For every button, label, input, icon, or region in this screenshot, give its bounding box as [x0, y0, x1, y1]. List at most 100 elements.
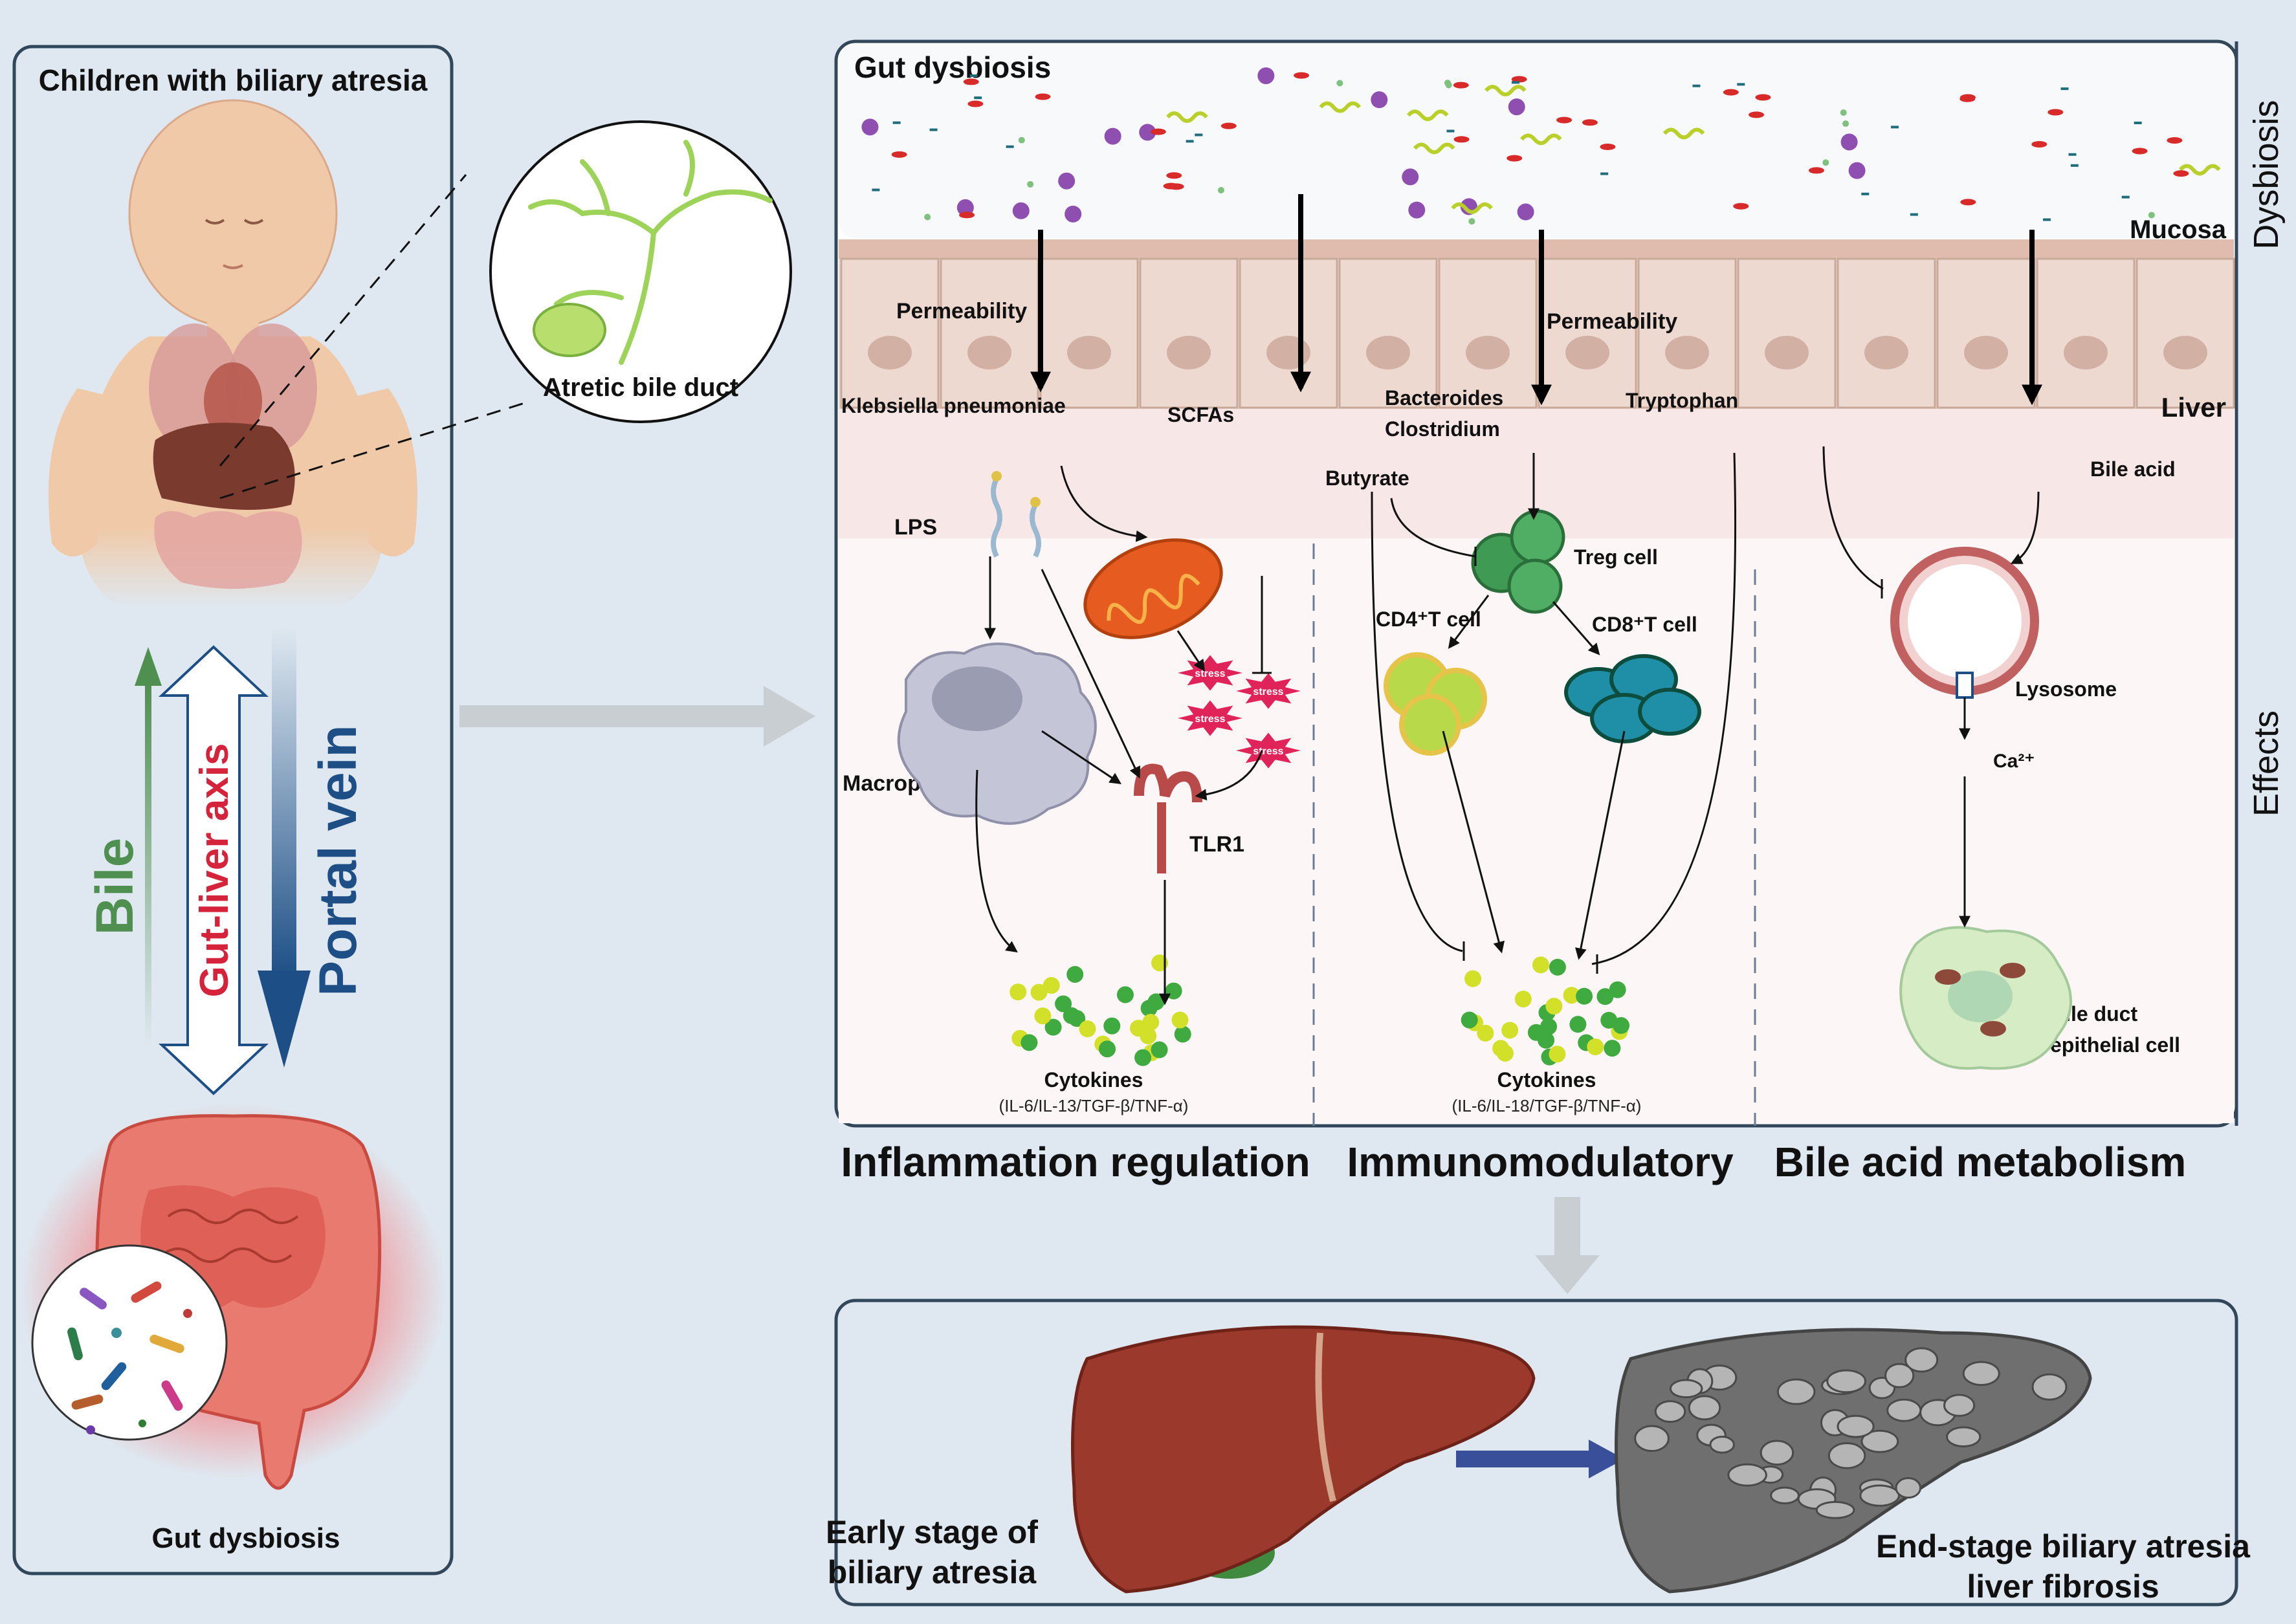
cell-nucleus	[967, 336, 1011, 369]
butyrate-label: Butyrate	[1325, 466, 1409, 490]
cytokine-dot	[1021, 1034, 1038, 1051]
fibrotic-nodule	[1669, 1379, 1703, 1399]
red-microbe	[2173, 170, 2189, 177]
cytokines-1-title: Cytokines	[1044, 1068, 1143, 1092]
cd8-t-cells	[1564, 654, 1701, 743]
lps-molecules	[991, 471, 1041, 558]
red-microbe	[1959, 95, 1976, 102]
left-panel-title: Children with biliary atresia	[39, 63, 428, 97]
purple-coccus	[1848, 162, 1866, 179]
red-microbe	[1150, 128, 1166, 135]
end-stage-fibrotic-liver	[1615, 1328, 2092, 1594]
fibrotic-nodule	[2031, 1373, 2068, 1401]
cytokine-dot	[1514, 991, 1532, 1008]
teal-microbe	[1910, 213, 1918, 216]
cell-nucleus	[1565, 336, 1609, 369]
purple-coccus	[1840, 133, 1858, 151]
calcium-label: Ca²⁺	[1993, 751, 2035, 772]
arrow-to-outcome	[1535, 1197, 1600, 1294]
fibrotic-nodule	[1946, 1426, 1981, 1447]
red-microbe	[959, 212, 975, 219]
lps-label: LPS	[894, 515, 937, 540]
stress-text: stress	[1253, 746, 1283, 757]
red-microbe	[2132, 148, 2148, 155]
stress-burst	[1236, 673, 1301, 709]
cell-nucleus	[1266, 336, 1310, 369]
atretic-bile-duct-label: Atretic bile duct	[543, 373, 738, 402]
red-microbe	[1220, 122, 1237, 129]
purple-coccus	[1058, 172, 1076, 190]
fibrotic-nodule	[1895, 1476, 1922, 1499]
tlr1-receptor	[1134, 763, 1202, 873]
cytokine-dot	[1464, 970, 1482, 987]
cytokine-dot	[1044, 1018, 1062, 1036]
red-microbe	[1733, 203, 1749, 210]
epithelial-cell	[1139, 258, 1239, 409]
section-immunomodulatory: Immunomodulatory	[1347, 1139, 1734, 1185]
teal-microbe	[929, 128, 938, 131]
red-microbe	[2031, 140, 2048, 148]
green-particle	[1842, 120, 1849, 127]
green-particle	[1468, 218, 1475, 225]
purple-coccus	[861, 118, 879, 136]
cytokine-dot	[1079, 1020, 1096, 1038]
red-microbe	[1453, 136, 1470, 143]
red-microbe	[1723, 89, 1739, 96]
cytokine-dot	[1030, 983, 1048, 1001]
gut-liver-axis-arrows: Bile Gut-liver axis Portal vein	[85, 628, 368, 1095]
green-particle	[1018, 137, 1025, 144]
purple-coccus	[1012, 202, 1030, 219]
purple-coccus	[1065, 205, 1082, 223]
spiral-microbe	[1484, 85, 1527, 96]
cell-nucleus	[1765, 336, 1809, 369]
spiral-microbe	[1662, 127, 1705, 140]
spiral-microbe	[1406, 109, 1449, 122]
purple-coccus	[1139, 124, 1156, 141]
macrophage-cell	[897, 642, 1097, 825]
cytokine-dot	[1134, 1049, 1152, 1066]
purple-coccus	[1371, 91, 1388, 109]
teal-microbe	[1006, 145, 1014, 148]
pathway-arrows	[975, 446, 2040, 1005]
green-particle	[1840, 109, 1847, 116]
early-stage-liver	[1071, 1325, 1536, 1594]
fibrotic-nodule	[1837, 1414, 1875, 1438]
fibrotic-nodule	[1770, 1486, 1800, 1505]
cytokine-dot	[1055, 995, 1072, 1013]
fibrotic-nodule	[1634, 1425, 1670, 1453]
fibrotic-nodule	[1688, 1395, 1721, 1421]
cell-nucleus	[1167, 336, 1211, 369]
bile-duct-epithelial-cell	[1899, 926, 2072, 1070]
infant-illustration	[49, 99, 417, 608]
fibrotic-nodule	[1826, 1369, 1866, 1394]
fibrotic-nodule	[1654, 1400, 1686, 1423]
purple-coccus	[1408, 201, 1426, 219]
cytokines-2-list: (IL-6/IL-18/TGF-β/TNF-α)	[1452, 1096, 1642, 1115]
portal-vein-label: Portal vein	[309, 725, 368, 996]
red-microbe	[963, 78, 979, 85]
fibrotic-nodule	[1760, 1440, 1794, 1466]
teal-microbe	[1692, 84, 1701, 87]
clostridium-label: Clostridium	[1385, 417, 1500, 441]
red-microbe	[1600, 143, 1616, 150]
early-stage-label-2: biliary atresia	[828, 1554, 1037, 1590]
lysosome-label: Lysosome	[2015, 677, 2117, 701]
teal-microbe	[1600, 172, 1609, 175]
spiral-microbe	[1451, 202, 1493, 214]
end-stage-label-2: liver fibrosis	[1967, 1568, 2159, 1605]
red-microbe	[1294, 72, 1310, 79]
cytokine-dot	[1130, 1020, 1147, 1037]
teal-microbe	[2042, 218, 2051, 221]
permeability-arrows	[1030, 194, 2042, 406]
cytokine-dot	[1165, 982, 1182, 1000]
epithelial-cell	[1039, 258, 1139, 409]
mucosa-label: Mucosa	[2130, 215, 2227, 244]
cytokine-dot	[1043, 977, 1060, 994]
epithelial-cell	[1538, 258, 1637, 409]
cytokine-dot	[1034, 1007, 1052, 1025]
cd8-label: CD8⁺T cell	[1592, 613, 1697, 636]
teal-microbe	[969, 74, 978, 78]
green-particle	[1336, 80, 1343, 87]
cytokines-cluster-1	[1010, 954, 1191, 1066]
bacteroides-label: Bacteroides	[1385, 386, 1503, 410]
